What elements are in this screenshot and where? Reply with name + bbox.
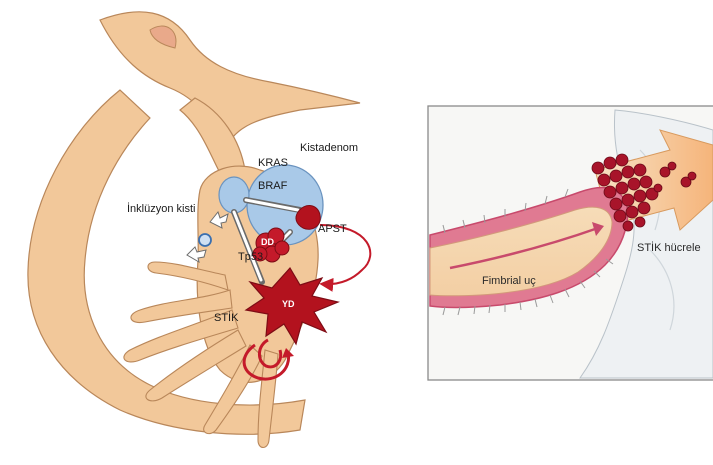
label-inkluzyon-kisti: İnklüzyon kisti (127, 204, 195, 215)
label-stik: STİK (214, 313, 238, 324)
inclusion-cyst (199, 234, 211, 246)
label-braf: BRAF (258, 181, 287, 192)
label-yd: YD (282, 300, 295, 309)
label-dd: DD (261, 238, 274, 247)
label-kistadenom: Kistadenom (300, 143, 358, 154)
label-fimbrial-uc: Fimbrial uç (482, 276, 536, 287)
label-apst: APST (318, 224, 347, 235)
label-kras: KRAS (258, 158, 288, 169)
label-stik-hucreleri: STİK hücrele (637, 243, 701, 254)
label-tp53: Tp53 (238, 252, 263, 263)
kras-braf-origin (219, 177, 249, 213)
